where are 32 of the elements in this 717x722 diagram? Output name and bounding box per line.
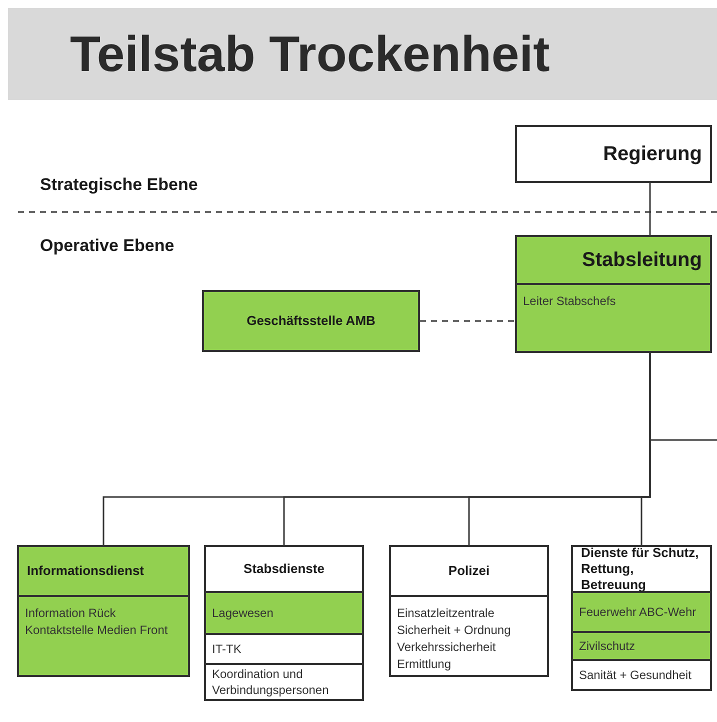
level-label: Operative Ebene bbox=[40, 235, 174, 257]
box-body-text: Leiter Stabschefs bbox=[523, 293, 617, 310]
box-heading: Stabsdienste bbox=[244, 560, 324, 578]
box-body-text: Einsatzleitzentrale Sicherheit + Ordnung Verkehrssicherheit Ermittlung bbox=[397, 605, 512, 673]
connector-line bbox=[649, 183, 651, 235]
section-text: Sanität + Gesundheit bbox=[579, 667, 692, 683]
connector-line bbox=[420, 320, 515, 322]
box-heading: Geschäftsstelle AMB bbox=[246, 312, 376, 330]
box-heading: Regierung bbox=[603, 142, 702, 166]
box-heading: Polizei bbox=[448, 562, 490, 580]
org-box bbox=[571, 545, 712, 691]
section-row bbox=[573, 633, 710, 661]
org-box bbox=[515, 235, 712, 353]
box-body-text: Information Rück Kontaktstelle Medien Front bbox=[25, 605, 169, 639]
org-box bbox=[515, 125, 712, 183]
section-row bbox=[573, 593, 710, 633]
org-box bbox=[202, 290, 420, 352]
section-text: Koordination und Verbindungspersonen bbox=[212, 666, 330, 698]
org-box bbox=[389, 545, 549, 677]
section-text: Zivilschutz bbox=[579, 638, 636, 654]
title: Teilstab Trockenheit bbox=[70, 29, 550, 79]
connector-line bbox=[640, 353, 651, 545]
section-text: Lagewesen bbox=[212, 605, 274, 621]
level-label: Strategische Ebene bbox=[40, 174, 198, 196]
section-row bbox=[206, 593, 362, 635]
org-box bbox=[204, 545, 364, 701]
box-heading: Dienste für Schutz, Rettung, Betreuung bbox=[581, 544, 700, 594]
org-box bbox=[17, 545, 190, 677]
section-text: Feuerwehr ABC-Wehr bbox=[579, 604, 696, 620]
box-heading: Stabsleitung bbox=[582, 248, 702, 272]
section-text: IT-TK bbox=[212, 641, 242, 657]
box-heading: Informationsdienst bbox=[27, 562, 144, 580]
